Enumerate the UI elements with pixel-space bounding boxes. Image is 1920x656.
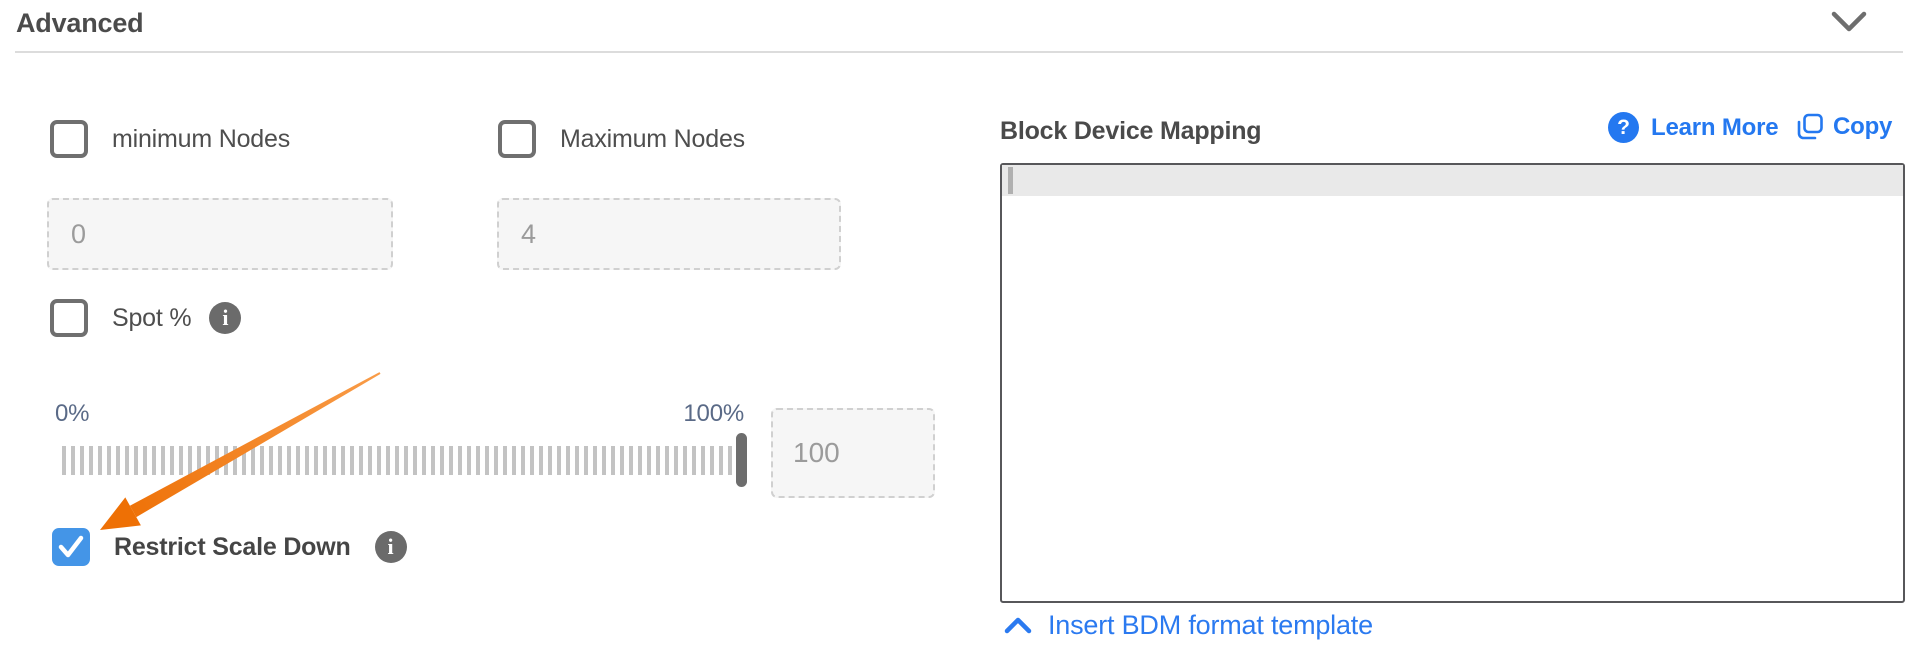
min-nodes-checkbox[interactable] [50,120,88,158]
min-nodes-row: minimum Nodes [50,120,290,158]
bdm-title: Block Device Mapping [1000,117,1262,145]
max-nodes-label: Maximum Nodes [560,124,745,153]
header-divider [15,51,1903,53]
section-title-advanced: Advanced [16,8,144,38]
bdm-editor[interactable] [1000,163,1905,603]
spot-percent-slider-track[interactable] [62,446,745,475]
min-nodes-input[interactable] [47,198,393,270]
max-nodes-input[interactable] [497,198,841,270]
info-icon[interactable]: i [209,302,242,334]
info-glyph: i [387,534,394,559]
editor-active-line [1002,165,1903,196]
editor-cursor [1008,167,1013,194]
copy-icon [1797,113,1823,140]
learn-more-label: Learn More [1651,113,1779,141]
copy-button[interactable]: Copy [1795,112,1892,142]
copy-label: Copy [1833,113,1893,140]
learn-more-link[interactable]: ? Learn More [1608,112,1779,143]
info-icon[interactable]: i [374,531,407,563]
restrict-scale-down-label: Restrict Scale Down [114,532,351,561]
slider-handle[interactable] [736,433,747,487]
max-nodes-row: Maximum Nodes [498,120,745,158]
insert-bdm-template-label: Insert BDM format template [1048,610,1373,640]
spot-percent-checkbox[interactable] [50,299,88,337]
question-circle-icon: ? [1608,112,1639,143]
max-nodes-checkbox[interactable] [498,120,536,158]
checkmark-icon [58,535,84,558]
question-glyph: ? [1617,116,1630,139]
slider-max-label: 100% [683,400,744,427]
insert-bdm-template-link[interactable]: Insert BDM format template [1004,610,1373,641]
info-glyph: i [222,305,229,330]
chevron-up-icon [1004,617,1032,634]
restrict-scale-down-row: Restrict Scale Down i [52,528,407,566]
chevron-down-icon[interactable] [1831,11,1867,33]
slider-min-label: 0% [55,400,90,427]
restrict-scale-down-checkbox[interactable] [52,528,90,566]
spot-percent-row: Spot % i [50,299,242,337]
spot-percent-input[interactable] [771,408,935,498]
spot-percent-label: Spot % [112,303,192,332]
min-nodes-label: minimum Nodes [112,124,291,153]
